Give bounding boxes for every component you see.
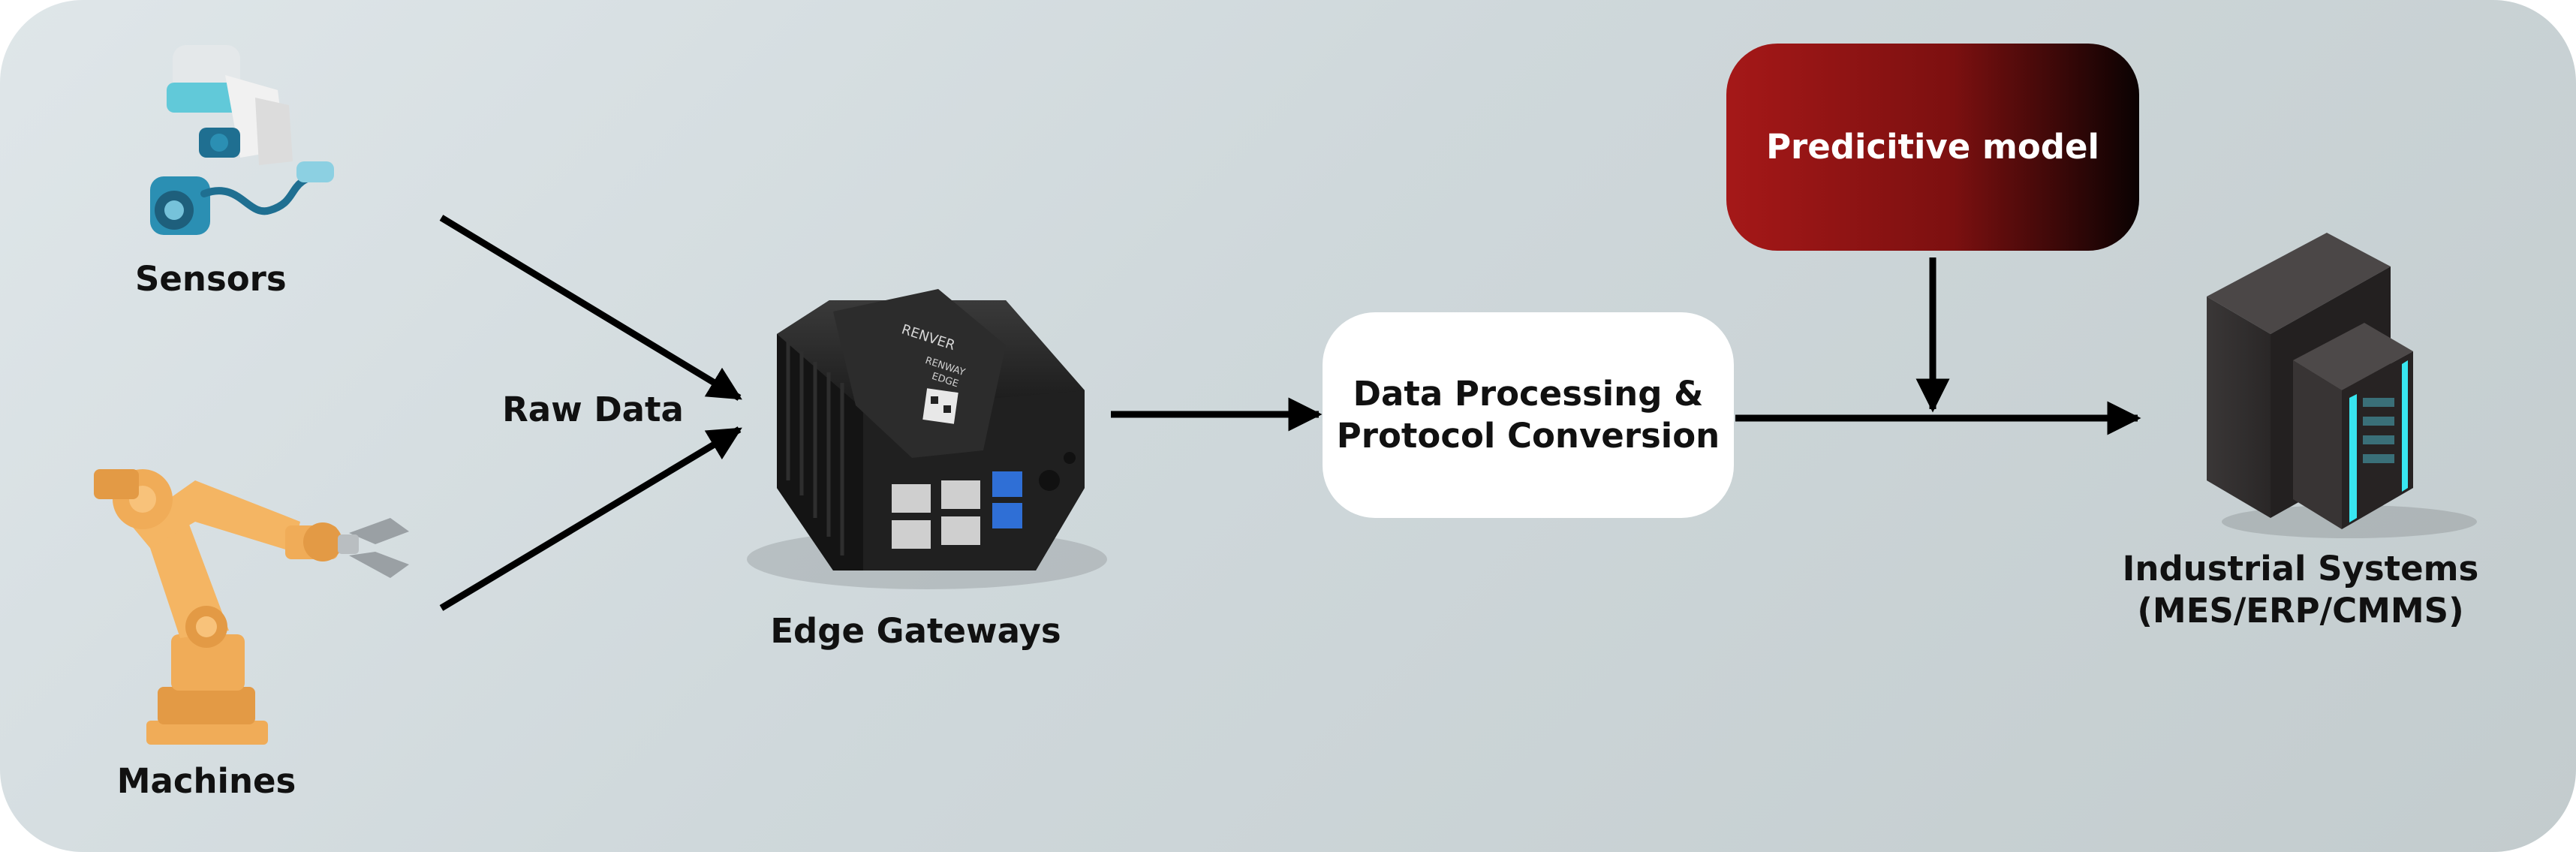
data-processing-box: Data Processing & Protocol Conversion: [1323, 312, 1734, 518]
raw-data-label: Raw Data: [502, 390, 684, 429]
robot-arm-icon: [94, 469, 409, 745]
edge-gateways-label: Edge Gateways: [770, 611, 1061, 651]
predictive-model-box: Predicitive model: [1726, 44, 2139, 251]
industrial-systems-line-1: Industrial Systems: [2122, 549, 2479, 589]
industrial-systems-label: Industrial Systems (MES/ERP/CMMS): [2079, 548, 2522, 632]
predictive-model-label: Predicitive model: [1766, 127, 2099, 167]
edge-gateway-device-icon: RENVER RENWAY EDGE: [747, 289, 1107, 589]
processing-line-2: Protocol Conversion: [1336, 416, 1720, 456]
sensors-label: Sensors: [135, 259, 287, 299]
arrow-sensors-to-gateway: [439, 215, 742, 401]
processing-line-1: Data Processing &: [1353, 374, 1704, 414]
industrial-systems-line-2: (MES/ERP/CMMS): [2137, 591, 2464, 631]
sensors-icon: [150, 45, 334, 235]
server-rack-icon: [2207, 233, 2477, 538]
arrow-machines-to-gateway: [439, 426, 742, 611]
machines-label: Machines: [116, 761, 296, 801]
